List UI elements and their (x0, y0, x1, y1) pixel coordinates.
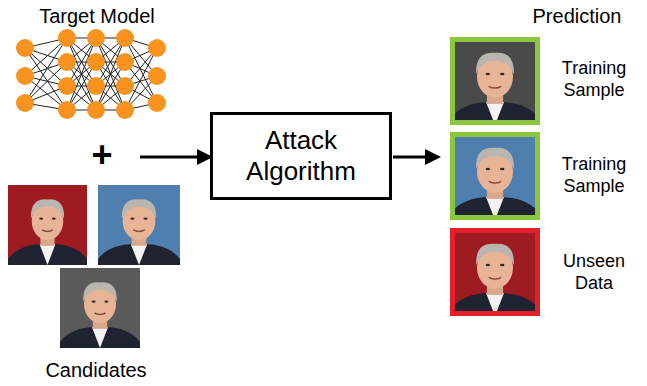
text-label: Training Sample (544, 154, 644, 197)
hair (476, 148, 514, 169)
eye (130, 217, 134, 219)
eye (52, 217, 56, 219)
shirt (40, 244, 56, 265)
neuron (16, 39, 34, 57)
prediction-frame (453, 40, 538, 123)
eye (486, 168, 491, 171)
network-link (67, 38, 96, 110)
hair (83, 282, 117, 301)
mouth (489, 277, 502, 279)
process-box: Attack Algorithm (210, 112, 392, 200)
neuron (58, 101, 76, 119)
face-photo (446, 37, 544, 125)
eye (500, 264, 505, 267)
suit (60, 327, 140, 348)
neuron (148, 39, 166, 57)
eye (39, 217, 43, 219)
neuron (58, 53, 76, 71)
eye (500, 73, 505, 76)
neuron (87, 29, 105, 47)
eye (500, 168, 505, 171)
eye (144, 217, 148, 219)
network-link (96, 38, 125, 110)
neuron (116, 101, 134, 119)
shirt (131, 244, 147, 265)
face-photo (94, 185, 184, 265)
text-label: Training Sample (544, 58, 644, 101)
eye (486, 73, 491, 76)
network-link (96, 38, 125, 110)
mouth (94, 313, 105, 315)
flow-arrow (140, 149, 213, 165)
neuron (148, 67, 166, 85)
eye (92, 300, 96, 302)
neuron (116, 53, 134, 71)
neuron (16, 67, 34, 85)
neuron (87, 53, 105, 71)
hair (122, 199, 157, 218)
text-label: Unseen Data (544, 251, 644, 294)
text-label: Candidates (45, 358, 146, 382)
mouth (42, 230, 53, 232)
neuron (148, 94, 166, 112)
hair (476, 244, 514, 265)
neuron (87, 101, 105, 119)
hair (31, 199, 64, 218)
flow-arrow (393, 149, 441, 165)
mouth (489, 181, 502, 183)
mouth (133, 230, 144, 232)
text-label: Prediction (533, 4, 622, 28)
neural-network (16, 29, 166, 119)
eye (486, 264, 491, 267)
neuron (116, 77, 134, 95)
eye (104, 300, 108, 302)
shirt (92, 327, 108, 348)
hair (476, 53, 514, 74)
prediction-frame (453, 135, 538, 218)
neuron (58, 29, 76, 47)
neuron (16, 94, 34, 112)
face-photo (446, 132, 544, 220)
face-photo (56, 268, 144, 348)
neuron (116, 29, 134, 47)
mouth (489, 86, 502, 88)
neuron (58, 77, 76, 95)
neuron (87, 77, 105, 95)
text-label: Target Model (39, 4, 155, 28)
box-label: Attack Algorithm (213, 125, 389, 187)
face-photo (446, 228, 544, 316)
prediction-frame (453, 231, 538, 314)
network-link (67, 38, 96, 110)
suit (98, 244, 180, 265)
face-photo (4, 185, 91, 265)
suit (8, 244, 87, 265)
text-label: + (91, 133, 112, 176)
